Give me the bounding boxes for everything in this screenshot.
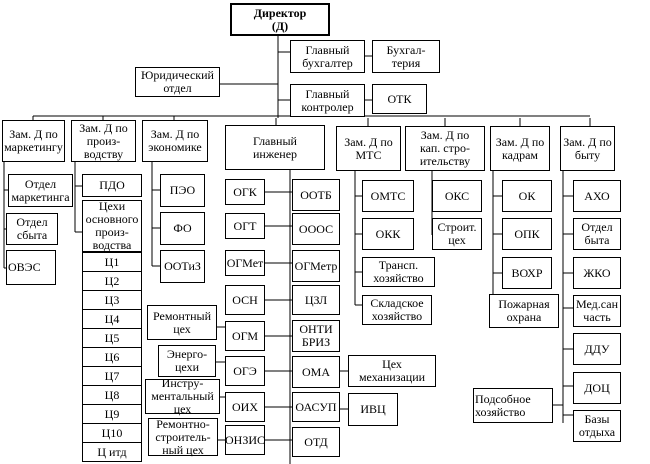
org-box-dep-hr: Зам. Д по кадрам [490, 126, 550, 171]
org-box-c5: Ц5 [82, 328, 142, 348]
org-box-peo: ПЭО [160, 174, 205, 207]
org-box-oma: ОМА [292, 356, 340, 388]
org-box-recreation: Базы отдыха [573, 410, 621, 442]
org-box-dep-capital: Зам. Д по кап. стро- ительству [405, 126, 485, 171]
org-box-energy-shops: Энерго- цехи [158, 345, 216, 377]
org-box-ogm: ОГМ [225, 321, 265, 351]
org-box-ootb: ООТБ [292, 179, 340, 211]
org-box-doc: ДОЦ [573, 372, 621, 404]
org-box-c6: Ц6 [82, 347, 142, 367]
org-box-pdo: ПДО [82, 174, 142, 197]
org-box-czl: ЦЗЛ [292, 285, 340, 315]
org-box-c-etc: Ц итд [82, 442, 142, 462]
org-box-ooos: ОООС [292, 213, 340, 245]
org-box-build-shop: Строит. цех [432, 218, 482, 250]
org-box-dep-production: Зам. Д по произ- водству [71, 120, 136, 162]
org-box-tool-shop: Инстру- ментальный цех [145, 377, 220, 416]
org-box-oasup: ОАСУП [292, 392, 340, 422]
org-box-marketing-dept: Отдел маркетинга [8, 174, 73, 207]
org-box-services-dept: Отдел быта [573, 218, 621, 250]
org-box-ogk: ОГК [225, 179, 265, 205]
org-box-mech-shop: Цех механизации [348, 355, 436, 387]
org-box-c9: Ц9 [82, 404, 142, 424]
org-box-osn: ОСН [225, 285, 265, 315]
org-box-c10: Ц10 [82, 423, 142, 443]
org-box-c3: Ц3 [82, 290, 142, 310]
org-box-c1: Ц1 [82, 252, 142, 272]
org-box-oves: ОВЭС [6, 250, 56, 285]
org-box-ogmetr: ОГМетр [292, 250, 340, 282]
org-box-onzis: ОНЗИС [225, 425, 265, 455]
org-box-dep-services: Зам. Д по быту [560, 126, 615, 171]
org-box-accounting: Бухгал- терия [372, 40, 440, 73]
org-box-opk: ОПК [502, 218, 552, 250]
org-box-aho: АХО [573, 180, 621, 212]
org-box-vohr: ВОХР [502, 257, 552, 289]
org-box-ok: ОК [502, 180, 552, 212]
org-box-oge: ОГЭ [225, 356, 265, 386]
org-box-chief-engineer: Главный инженер [225, 125, 325, 170]
org-box-medical: Мед.сан часть [573, 295, 621, 327]
org-box-c7: Ц7 [82, 366, 142, 386]
org-box-transport: Трансп. хозяйство [362, 257, 435, 287]
org-box-zhko: ЖКО [573, 257, 621, 289]
org-box-omts: ОМТС [362, 180, 414, 212]
org-box-dep-mts: Зам. Д по МТС [336, 126, 401, 171]
org-box-chief-accountant: Главный бухгалтер [290, 40, 365, 73]
org-box-fo: ФО [160, 212, 205, 245]
org-box-chief-controller: Главный контролер [290, 84, 365, 117]
org-box-ogt: ОГТ [225, 213, 265, 239]
org-box-dep-economics: Зам. Д по экономике [142, 120, 208, 162]
org-box-director: Директор (Д) [230, 3, 330, 36]
org-box-otd: ОТД [292, 427, 340, 457]
org-box-oks: ОКС [432, 180, 482, 212]
org-box-ogmet: ОГМет [225, 250, 265, 276]
org-box-oih: ОИХ [225, 392, 265, 422]
org-box-ootiz: ООТиЗ [160, 250, 205, 283]
org-box-c8: Ц8 [82, 385, 142, 405]
org-box-otk: ОТК [372, 84, 427, 114]
org-box-main-shops: Цехи основного произ- водства [82, 200, 142, 252]
org-box-okk: ОКК [362, 218, 414, 250]
org-box-c2: Ц2 [82, 271, 142, 291]
org-box-fire: Пожарная охрана [489, 294, 559, 328]
org-box-subsidiary: Подсобное хозяйство [473, 388, 553, 423]
org-box-onti: ОНТИ БРИЗ [292, 320, 340, 352]
org-box-warehouse: Складское хозяйство [362, 295, 432, 325]
org-box-ddu: ДДУ [573, 333, 621, 365]
org-box-repair-build-shop: Ремонтно- строитель- ный цех [148, 417, 218, 456]
org-box-ivc: ИВЦ [348, 393, 398, 426]
org-box-legal: Юридический отдел [135, 67, 220, 97]
org-box-sales-dept: Отдел сбыта [6, 213, 58, 245]
org-box-repair-shop: Ремонтный цех [147, 305, 217, 340]
org-box-c4: Ц4 [82, 309, 142, 329]
org-box-dep-marketing: Зам. Д по маркетингу [2, 120, 65, 162]
